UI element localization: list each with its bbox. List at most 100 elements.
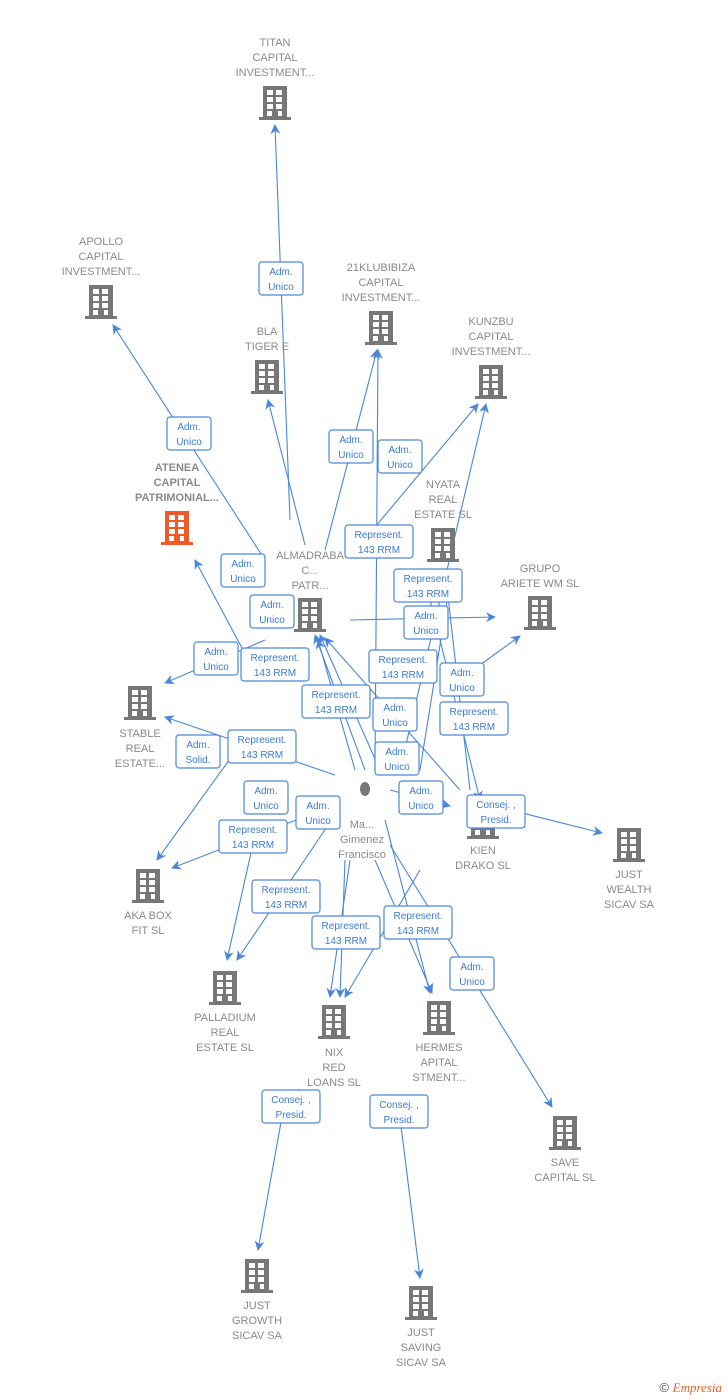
role-label-box: Consej. , Presid. [466, 794, 526, 829]
company-node-titan[interactable]: TITANCAPITALINVESTMENT... [236, 37, 315, 120]
role-label-box: Consej. , Presid. [261, 1089, 321, 1124]
role-label-box: Represent. 143 RRM [344, 524, 414, 559]
role-label-box: Adm.Unico [439, 662, 485, 697]
role-text: Unico [384, 762, 410, 773]
company-node-stable[interactable]: STABLEREALESTATE... [115, 686, 165, 770]
company-label: CAPITAL [154, 477, 201, 489]
company-node-palladium[interactable]: PALLADIUM REAL ESTATE SL [194, 971, 256, 1054]
role-text: Unico [413, 626, 439, 637]
company-label: PATR... [292, 580, 329, 592]
company-label: REAL [211, 1027, 240, 1039]
role-text: Adm. [231, 559, 254, 570]
company-label: ESTATE SL [196, 1042, 254, 1054]
role-text: Unico [305, 816, 331, 827]
role-text: Adm. [414, 611, 437, 622]
role-text: Unico [459, 977, 485, 988]
role-label-box: Adm.Unico [258, 261, 304, 296]
company-node-klubibiza[interactable]: 21KLUBIBIZACAPITALINVESTMENT... [342, 262, 421, 345]
role-text: Consej. , [476, 800, 515, 811]
company-label: ARIETE WM SL [501, 578, 580, 590]
role-text: Adm. [383, 703, 406, 714]
role-label-box: Adm.Unico [377, 439, 423, 474]
role-text: Represent. [262, 885, 311, 896]
role-text: Adm. [306, 801, 329, 812]
company-node-kunzbu[interactable]: KUNZBUCAPITALINVESTMENT... [452, 316, 531, 399]
role-text: Presid. [275, 1110, 306, 1121]
company-label: WEALTH [606, 884, 651, 896]
company-label: CAPITAL [78, 251, 123, 263]
company-label: ATENEA [155, 462, 199, 474]
role-text: Presid. [480, 815, 511, 826]
company-label: STMENT... [412, 1072, 465, 1084]
building-icon [124, 686, 156, 720]
company-label: TITAN [260, 37, 291, 49]
company-label: STABLE [119, 728, 160, 740]
company-label: PALLADIUM [194, 1012, 256, 1024]
role-text: Unico [449, 683, 475, 694]
relationship-edge [344, 869, 421, 998]
building-icon [259, 86, 291, 120]
company-label: CAPITAL [468, 331, 513, 343]
role-text: Unico [176, 437, 202, 448]
role-text: 143 RRM [397, 926, 439, 937]
company-label: SICAV SA [232, 1330, 283, 1342]
role-text: Adm. [204, 647, 227, 658]
company-label: LOANS SL [307, 1077, 361, 1089]
building-icon [549, 1116, 581, 1150]
company-label: 21KLUBIBIZA [347, 262, 416, 274]
company-node-almadraba[interactable]: ALMADRABAC...PATR... [276, 550, 345, 632]
role-text: 143 RRM [325, 936, 367, 947]
person-label: Gimenez [340, 834, 384, 846]
building-icon [294, 598, 326, 632]
company-label: FIT SL [132, 925, 165, 937]
relationship-edge [398, 1109, 424, 1279]
building-icon [251, 360, 283, 394]
role-text: Consej. , [271, 1095, 310, 1106]
role-text: Adm. [177, 422, 200, 433]
role-label-box: Represent.143 RRM [301, 684, 371, 719]
relationship-edge [359, 403, 479, 546]
company-label: GROWTH [232, 1315, 282, 1327]
relationship-edge [479, 635, 521, 666]
role-label-box: Represent.143 RRM [311, 915, 381, 950]
building-icon [427, 528, 459, 562]
role-text: Represent. [450, 707, 499, 718]
role-text: Represent. [394, 911, 443, 922]
role-text: 143 RRM [358, 545, 400, 556]
company-label: JUST [407, 1327, 435, 1339]
company-label: C... [301, 565, 318, 577]
company-label: SAVING [401, 1342, 442, 1354]
company-label: INVESTMENT... [236, 67, 315, 79]
company-node-hermes[interactable]: HERMESAPITALSTMENT... [412, 1001, 466, 1084]
role-text: 143 RRM [241, 750, 283, 761]
copyright-symbol: © [659, 1380, 670, 1395]
role-text: Adm. [385, 747, 408, 758]
role-label-box: Represent. 143 RRM [439, 701, 509, 736]
company-label: RED [322, 1062, 345, 1074]
role-text: 143 RRM [453, 722, 495, 733]
role-label-box: Represent.143 RRM [251, 879, 321, 914]
role-text: Unico [382, 718, 408, 729]
relationship-edge [270, 124, 291, 521]
company-label: CAPITAL SL [534, 1172, 595, 1184]
company-node-apollo[interactable]: APOLLOCAPITALINVESTMENT... [62, 236, 141, 319]
role-label-box: Adm.Unico [398, 780, 444, 815]
company-label: DRAKO SL [455, 860, 511, 872]
role-text: Represent. [355, 530, 404, 541]
role-text: Solid. [185, 755, 210, 766]
company-node-atenea[interactable]: ATENEACAPITALPATRIMONIAL... [135, 462, 219, 545]
role-text: Unico [408, 801, 434, 812]
brand-logo: Empresia [672, 1380, 722, 1395]
role-text: Adm. [269, 267, 292, 278]
